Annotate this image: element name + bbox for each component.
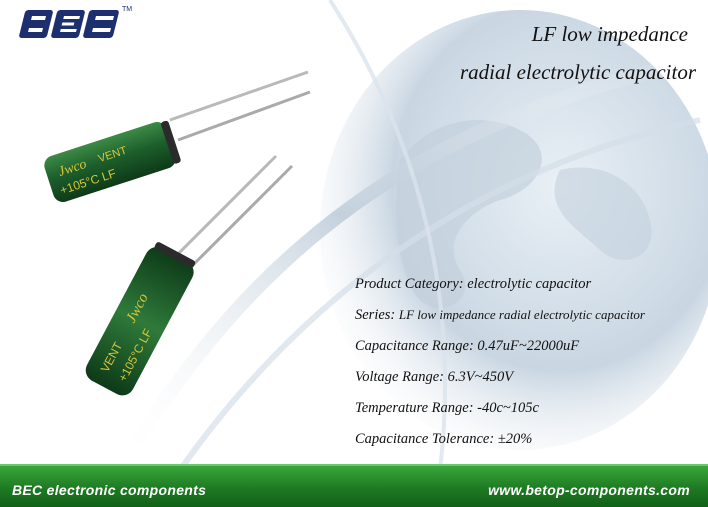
spec-label: Temperature Range: bbox=[355, 400, 474, 416]
trademark-mark: TM bbox=[122, 6, 133, 13]
spec-value: -40c~105c bbox=[477, 400, 539, 416]
spec-value: electrolytic capacitor bbox=[467, 276, 592, 292]
title-line-1: LF low impedance bbox=[531, 22, 688, 46]
spec-label: Capacitance Tolerance: bbox=[355, 431, 495, 447]
footer-bar: BEC electronic components www.betop-comp… bbox=[0, 464, 708, 507]
spec-label: Series: bbox=[355, 307, 396, 323]
footer-company-name: BEC electronic components bbox=[12, 482, 207, 498]
spec-value: 0.47uF~22000uF bbox=[477, 338, 580, 354]
spec-list: Product Category: electrolytic capacitor… bbox=[355, 274, 645, 460]
spec-label: Product Category: bbox=[355, 276, 464, 292]
spec-capacitance-range: Capacitance Range: 0.47uF~22000uF bbox=[355, 336, 645, 367]
spec-capacitance-tolerance: Capacitance Tolerance: ±20% bbox=[355, 429, 645, 460]
spec-product-category: Product Category: electrolytic capacitor bbox=[355, 274, 645, 305]
spec-temperature-range: Temperature Range: -40c~105c bbox=[355, 398, 645, 429]
spec-value: ±20% bbox=[497, 431, 533, 447]
footer-website-link[interactable]: www.betop-components.com bbox=[488, 482, 690, 498]
spec-series: Series: LF low impedance radial electrol… bbox=[355, 305, 645, 336]
capacitor-image-bottom: Jwco VENT +105°C LF bbox=[85, 154, 294, 396]
spec-label: Capacitance Range: bbox=[355, 338, 474, 354]
bec-logo bbox=[19, 10, 119, 38]
spec-label: Voltage Range: bbox=[355, 369, 444, 385]
title-line-2: radial electrolytic capacitor bbox=[460, 60, 696, 84]
spec-value: 6.3V~450V bbox=[447, 369, 514, 385]
spec-voltage-range: Voltage Range: 6.3V~450V bbox=[355, 367, 645, 398]
spec-value: LF low impedance radial electrolytic cap… bbox=[398, 307, 645, 322]
capacitor-image-top: Jwco VENT +105°C LF bbox=[44, 70, 311, 203]
